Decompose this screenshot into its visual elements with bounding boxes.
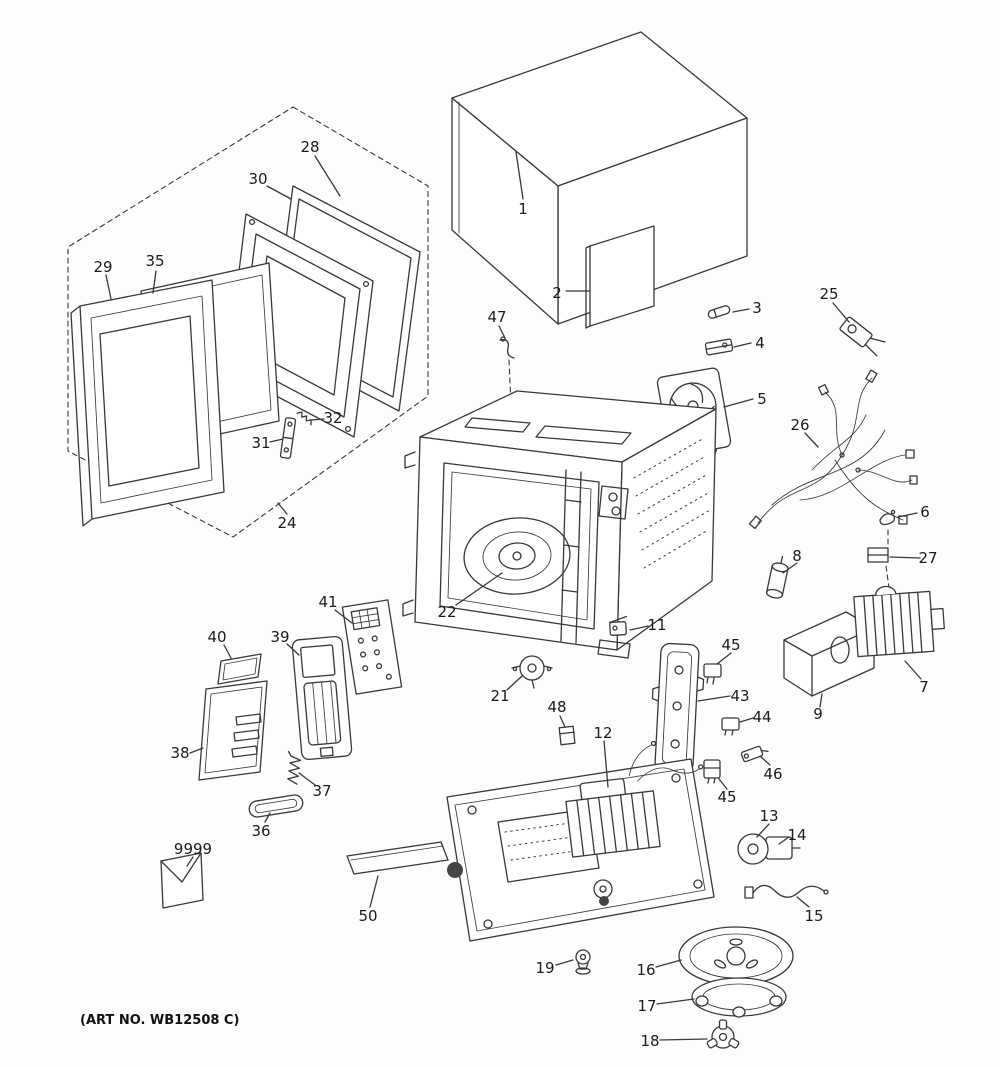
callout-19: 19 bbox=[535, 959, 555, 977]
art-number-label: (ART NO. WB12508 C) bbox=[80, 1013, 240, 1028]
callout-45: 45 bbox=[721, 636, 741, 654]
callout-43: 43 bbox=[730, 687, 750, 705]
callout-1: 1 bbox=[518, 200, 528, 218]
callout-50: 50 bbox=[358, 907, 378, 925]
part-clip bbox=[879, 509, 896, 547]
callout-41: 41 bbox=[318, 593, 338, 611]
callout-15: 15 bbox=[804, 907, 824, 925]
callout-45: 45 bbox=[717, 788, 737, 806]
callout-37: 37 bbox=[312, 782, 332, 800]
callout-48: 48 bbox=[547, 698, 567, 716]
callout-6: 6 bbox=[920, 503, 930, 521]
callout-30: 30 bbox=[248, 170, 268, 188]
callout-35: 35 bbox=[145, 252, 165, 270]
callout-8: 8 bbox=[792, 547, 802, 565]
door-assembly-boundary bbox=[67, 106, 429, 538]
callout-11: 11 bbox=[647, 616, 667, 634]
part-literature bbox=[160, 852, 204, 909]
part-outer-door bbox=[70, 279, 225, 527]
callout-16: 16 bbox=[636, 961, 656, 979]
callout-47: 47 bbox=[487, 308, 507, 326]
part-label-plate bbox=[217, 653, 262, 685]
callout-31: 31 bbox=[251, 434, 271, 452]
callout-3: 3 bbox=[752, 299, 762, 317]
callout-18: 18 bbox=[640, 1032, 660, 1050]
part-latch-bracket bbox=[279, 417, 297, 459]
part-transformer bbox=[565, 740, 704, 858]
part-control-panel-frame bbox=[291, 635, 353, 761]
part-relay bbox=[721, 717, 740, 736]
part-door-spring bbox=[296, 411, 312, 426]
part-roller-foot bbox=[575, 949, 591, 975]
part-coupler bbox=[706, 1019, 740, 1049]
part-micro-switch-lower bbox=[703, 759, 721, 784]
callout-4: 4 bbox=[755, 334, 765, 352]
part-trim-handle bbox=[248, 794, 304, 818]
callout-25: 25 bbox=[819, 285, 839, 303]
callout-26: 26 bbox=[790, 416, 810, 434]
part-back-panel bbox=[585, 225, 655, 329]
part-micro-switch-upper bbox=[703, 663, 722, 685]
leader-lines bbox=[105, 151, 922, 1041]
part-spacer bbox=[558, 725, 576, 746]
callout-9999: 9999 bbox=[173, 840, 213, 858]
part-glass-tray bbox=[678, 926, 794, 986]
callout-13: 13 bbox=[759, 807, 779, 825]
part-fuse bbox=[765, 555, 789, 599]
callout-29: 29 bbox=[93, 258, 113, 276]
part-panel-cover bbox=[198, 680, 268, 781]
callout-9: 9 bbox=[813, 705, 823, 723]
part-roller-ring bbox=[691, 977, 787, 1018]
callout-27: 27 bbox=[918, 549, 938, 567]
part-membrane-board bbox=[341, 599, 403, 695]
part-trim-strip bbox=[346, 841, 449, 875]
callout-36: 36 bbox=[251, 822, 271, 840]
part-power-cord bbox=[744, 884, 829, 899]
callout-17: 17 bbox=[637, 997, 657, 1015]
callout-22: 22 bbox=[437, 603, 457, 621]
callout-14: 14 bbox=[787, 826, 807, 844]
callout-40: 40 bbox=[207, 628, 227, 646]
callout-21: 21 bbox=[490, 687, 510, 705]
callout-24: 24 bbox=[277, 514, 297, 532]
callout-2: 2 bbox=[552, 284, 562, 302]
part-door-switch bbox=[609, 615, 628, 636]
part-mount-plate bbox=[867, 547, 890, 589]
part-panel-spring bbox=[287, 750, 302, 785]
part-fan-motor bbox=[737, 833, 801, 865]
part-latch-board bbox=[651, 642, 705, 774]
part-shaft bbox=[707, 305, 731, 319]
callout-46: 46 bbox=[763, 765, 783, 783]
part-lever bbox=[740, 745, 769, 763]
part-turntable-motor bbox=[511, 655, 553, 689]
part-thermostat bbox=[839, 316, 886, 357]
part-small-bracket bbox=[704, 338, 734, 356]
callout-5: 5 bbox=[757, 390, 767, 408]
callout-38: 38 bbox=[170, 744, 190, 762]
callout-7: 7 bbox=[919, 678, 929, 696]
callout-32: 32 bbox=[323, 409, 343, 427]
callout-12: 12 bbox=[593, 724, 613, 742]
callout-39: 39 bbox=[270, 628, 290, 646]
part-wire-harness bbox=[748, 369, 918, 530]
callout-44: 44 bbox=[752, 708, 772, 726]
callout-28: 28 bbox=[300, 138, 320, 156]
part-magnetron bbox=[853, 585, 945, 658]
